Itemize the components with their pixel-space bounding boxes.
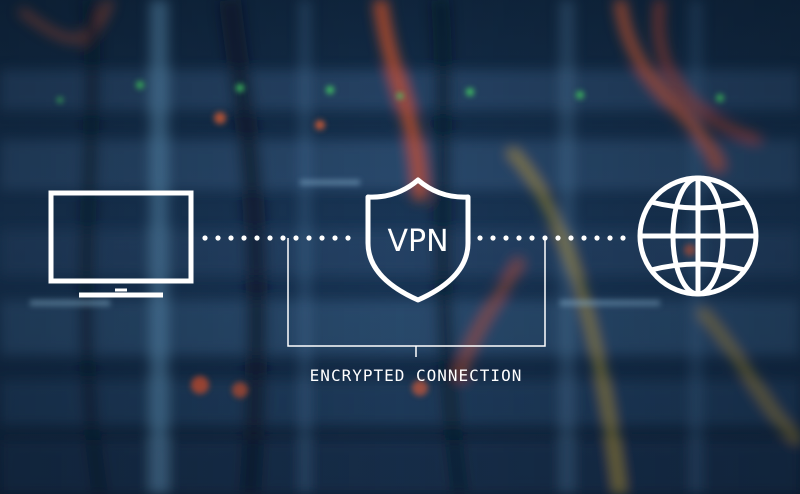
shield-icon: VPN xyxy=(365,177,471,303)
globe-icon xyxy=(637,175,759,297)
encrypted-tunnel-bracket xyxy=(287,238,546,357)
right-dotted-connection xyxy=(477,235,626,241)
left-dotted-connection xyxy=(202,235,351,241)
monitor-icon xyxy=(48,190,194,298)
encrypted-connection-caption: ENCRYPTED CONNECTION xyxy=(310,366,523,385)
vpn-label: VPN xyxy=(387,224,448,259)
